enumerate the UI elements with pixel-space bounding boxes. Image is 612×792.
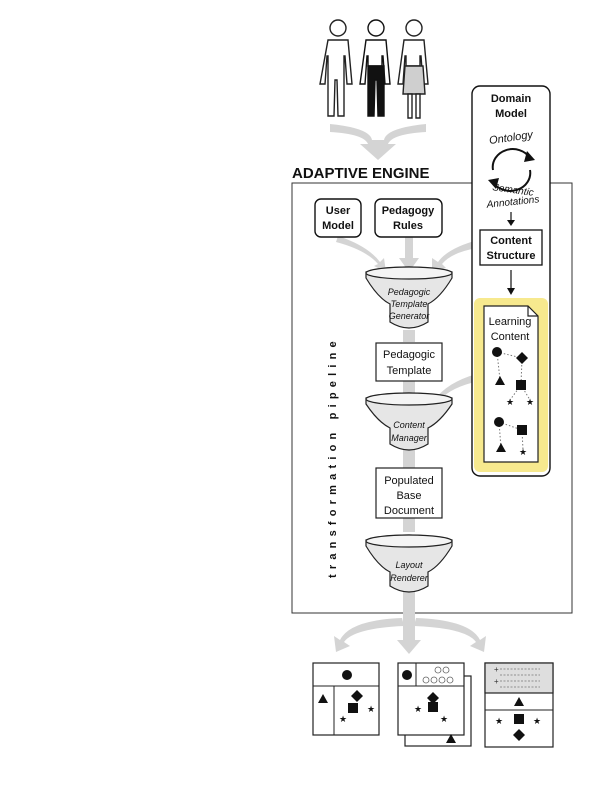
populated-document-box: Populated Base Document: [375, 467, 443, 519]
cycle-icon: [491, 148, 532, 192]
pedagogy-rules-line2: Rules: [393, 220, 423, 232]
populated-document-line2: Base: [396, 490, 421, 502]
arrow-down-icon: [507, 220, 515, 226]
populated-document-line1: Populated: [384, 475, 434, 487]
user-figure-skirt: [397, 19, 429, 119]
user-model-line1: User: [326, 205, 351, 217]
template-generator-line3: Generator: [389, 311, 431, 321]
pedagogic-template-line1: Pedagogic: [383, 349, 435, 361]
learning-content-document: [483, 305, 539, 463]
funnel-content-manager: Content Manager: [365, 392, 453, 451]
funnel-layout-renderer: Layout Renderer: [365, 534, 453, 593]
svg-text:★: ★: [526, 397, 534, 407]
pipeline-label: transformation pipeline: [327, 336, 339, 578]
user-figure-outline: [319, 19, 353, 117]
template-generator-line1: Pedagogic: [388, 287, 431, 297]
template-generator-line2: Template: [391, 299, 428, 309]
domain-model-panel: Domain Model Ontology Semantic Annotatio…: [471, 85, 551, 477]
output-layout-1: ★ ★: [312, 662, 380, 736]
learning-content-line2: Content: [491, 331, 530, 343]
pedagogic-template-box: Pedagogic Template: [375, 342, 443, 382]
flow-arrows: [334, 236, 486, 654]
cycle-arrowhead-bottom: [488, 178, 499, 189]
populated-document-line3: Document: [384, 505, 434, 517]
engine-title: ADAPTIVE ENGINE: [292, 165, 430, 182]
pedagogic-template-line2: Template: [387, 365, 432, 377]
content-structure-line2: Structure: [487, 250, 536, 262]
domain-model-title-line2: Model: [495, 108, 527, 120]
pedagogy-rules-line1: Pedagogy: [382, 205, 435, 217]
svg-text:★: ★: [533, 716, 541, 726]
svg-text:+: +: [494, 665, 499, 674]
learning-content-shapes: ★ ★ ★: [492, 347, 534, 457]
svg-text:★: ★: [414, 704, 422, 714]
arrow-down-icon: [507, 288, 515, 295]
output-layout-2: ★ ★: [397, 662, 472, 747]
svg-text:+: +: [494, 677, 499, 686]
user-model-box: User Model: [314, 198, 362, 238]
svg-text:★: ★: [506, 397, 514, 407]
users-merge-arrow: [330, 124, 426, 160]
domain-model-title-line1: Domain: [491, 93, 532, 105]
funnel-template-generator: Pedagogic Template Generator: [365, 266, 453, 329]
user-model-line2: Model: [322, 220, 354, 232]
content-structure-box: [479, 229, 543, 266]
user-figure-black: [359, 19, 391, 117]
adaptive-engine-frame: [291, 182, 573, 614]
layout-renderer-line2: Renderer: [390, 573, 429, 583]
content-manager-line1: Content: [393, 420, 425, 430]
content-structure-line1: Content: [490, 235, 532, 247]
svg-text:★: ★: [440, 714, 448, 724]
svg-text:★: ★: [339, 714, 347, 724]
content-manager-line2: Manager: [391, 433, 428, 443]
svg-text:★: ★: [495, 716, 503, 726]
users-group: [319, 19, 429, 160]
cycle-arrowhead-top: [524, 151, 535, 162]
learning-content-line1: Learning: [489, 316, 532, 328]
output-layout-3: + + ★ ★: [484, 662, 554, 748]
svg-text:★: ★: [367, 704, 375, 714]
pedagogy-rules-box: Pedagogy Rules: [374, 198, 443, 238]
svg-text:★: ★: [519, 447, 527, 457]
layout-renderer-line1: Layout: [395, 560, 423, 570]
